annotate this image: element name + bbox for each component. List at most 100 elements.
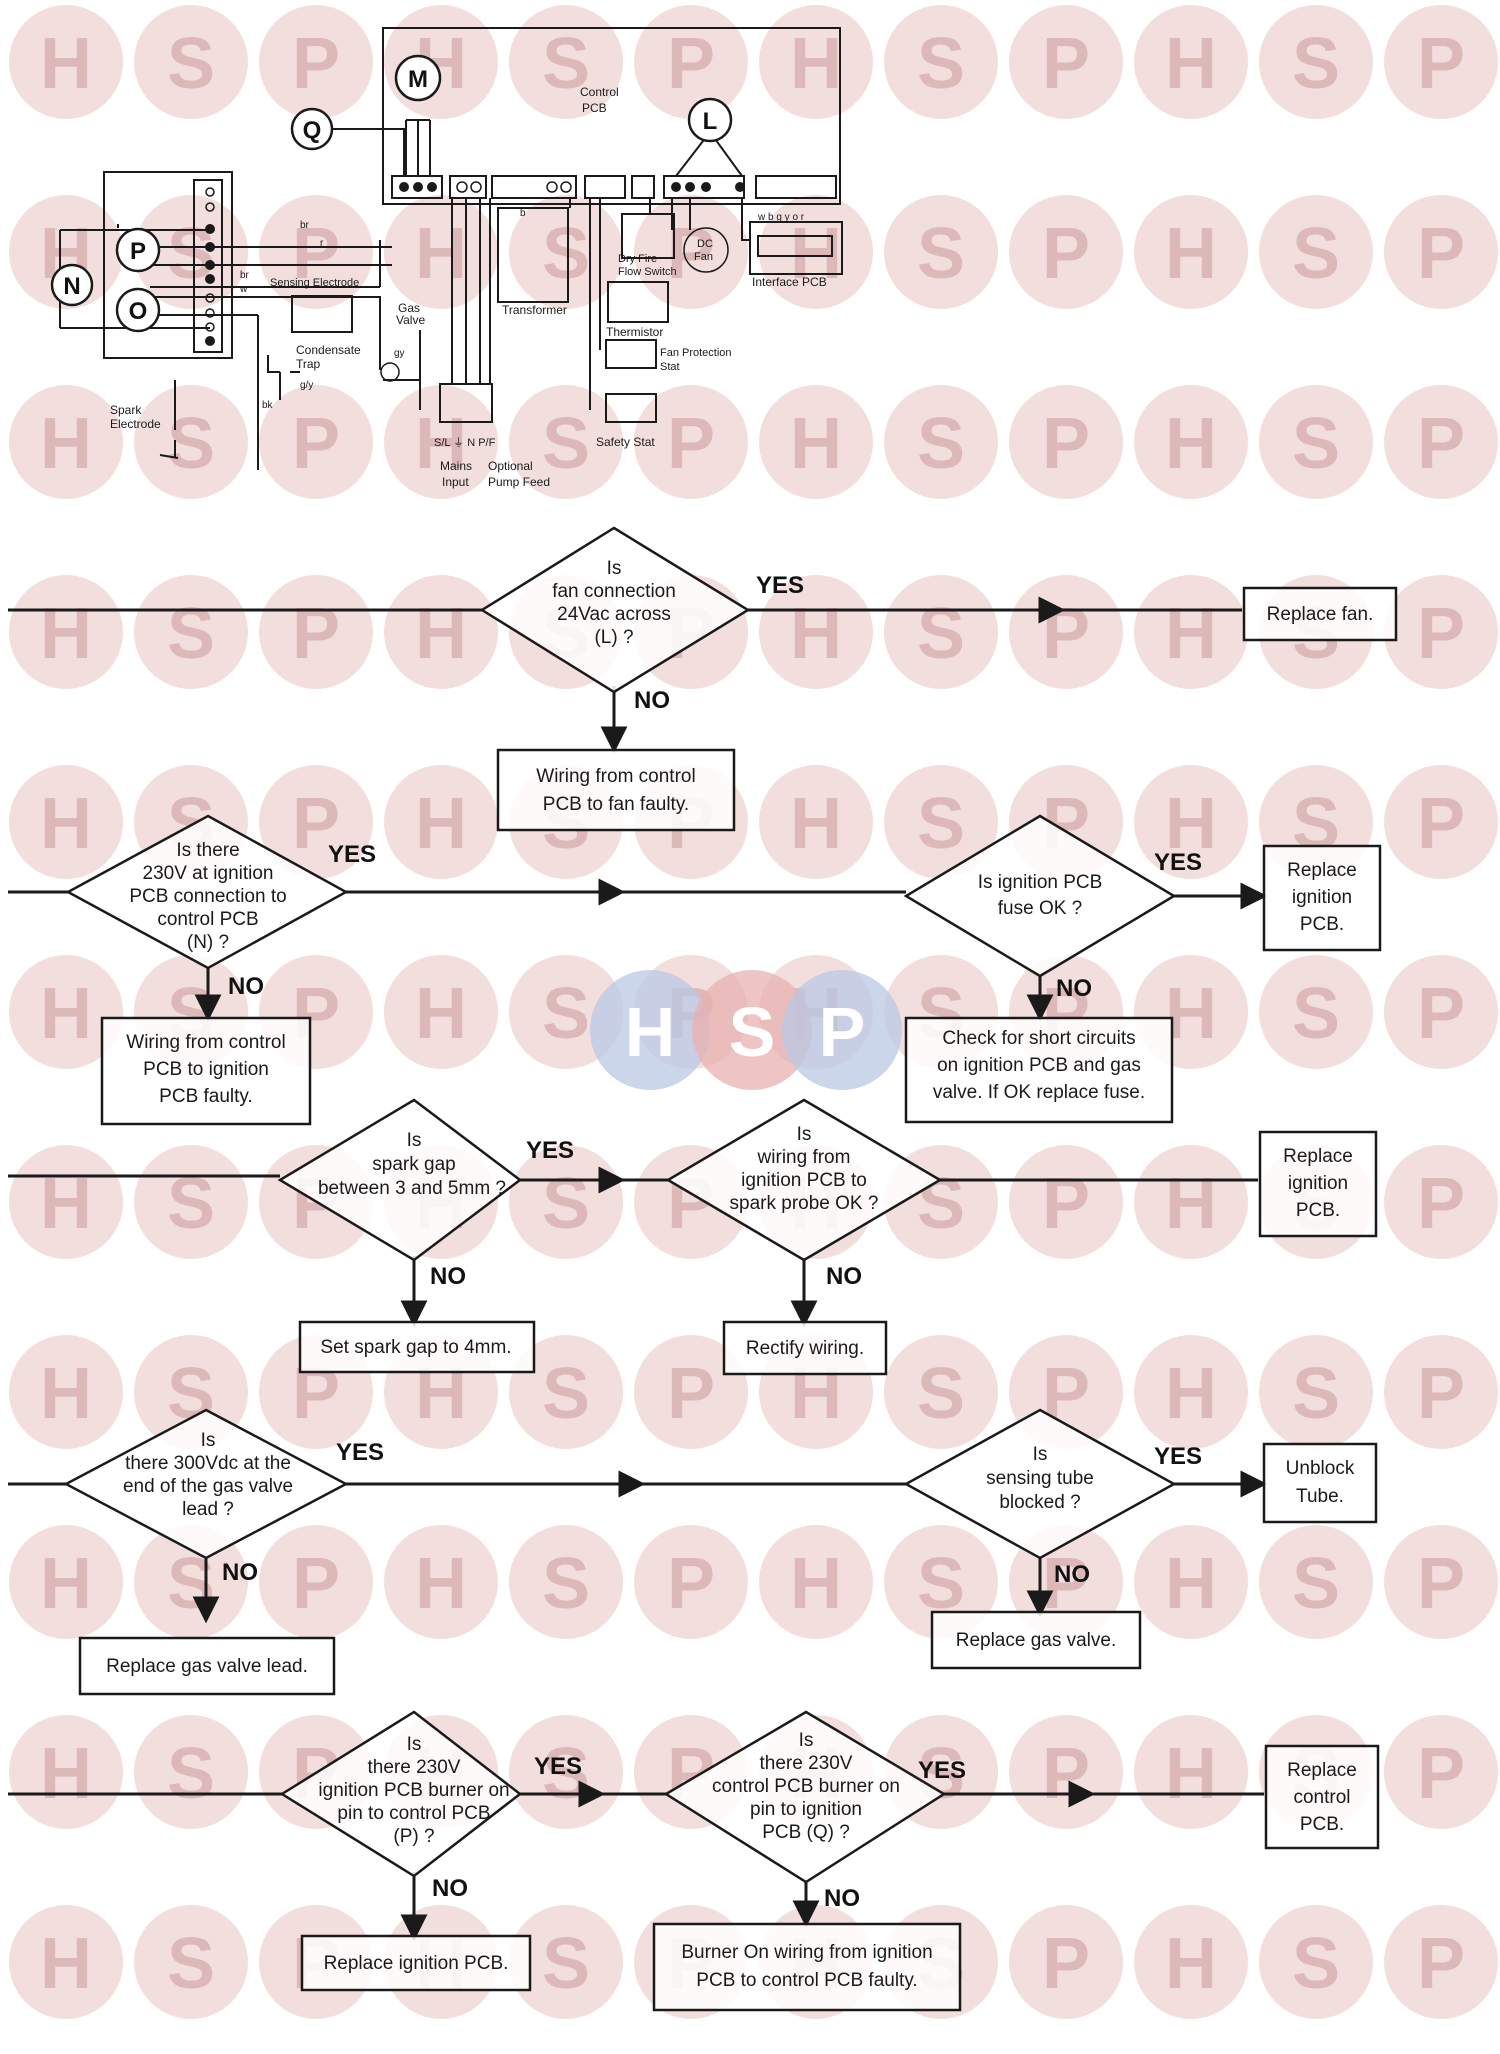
interface-pcb-box xyxy=(749,221,843,275)
watermark-circle xyxy=(384,385,498,499)
watermark-letter: H xyxy=(40,1734,92,1814)
d3b-line-3: ignition PCB to xyxy=(741,1170,867,1191)
connector-2 xyxy=(449,175,487,199)
watermark-circle xyxy=(759,5,873,119)
yes-label-1: YES xyxy=(756,572,804,599)
decision-230v-burner-on-q xyxy=(663,1710,947,1884)
watermark-circle xyxy=(1009,1905,1123,2019)
watermark-circle xyxy=(634,195,748,309)
d1-line-4: (L) ? xyxy=(594,627,633,648)
watermark-letter: P xyxy=(667,1544,715,1624)
d2a-line-3: PCB connection to xyxy=(129,886,286,907)
hsp-logo-letter: P xyxy=(819,993,866,1071)
yes-label-6: YES xyxy=(1154,1443,1202,1470)
watermark-letter: H xyxy=(1165,974,1217,1054)
d4a-line-1: Is xyxy=(201,1430,216,1451)
d5b-line-1: Is xyxy=(799,1730,814,1751)
mains-terminal-block xyxy=(439,383,493,423)
r-unblock-line-1: Unblock xyxy=(1286,1458,1355,1479)
watermark-letter: H xyxy=(40,1924,92,2004)
watermark-circle xyxy=(9,765,123,879)
r-burner-on-line-1: Burner On wiring from ignition xyxy=(681,1942,932,1963)
spark-electrode-label-2: Electrode xyxy=(110,417,161,431)
watermark-circle xyxy=(259,385,373,499)
watermark-letter: S xyxy=(917,214,965,294)
watermark-letter: P xyxy=(1417,1734,1465,1814)
watermark-circle xyxy=(509,1525,623,1639)
watermark-circle xyxy=(884,5,998,119)
watermark-letter: H xyxy=(1165,404,1217,484)
r-replace-ign-1-line-1: Replace xyxy=(1287,860,1357,881)
watermark-circle xyxy=(1134,1525,1248,1639)
watermark-letter: P xyxy=(1417,24,1465,104)
watermark-letter: H xyxy=(1165,784,1217,864)
mains-terminals-label: S/L ⏚ N P/F xyxy=(434,436,496,449)
watermark-circle xyxy=(1259,955,1373,1069)
d5a-line-3: ignition PCB burner on xyxy=(318,1780,509,1801)
hsp-logo-letter: H xyxy=(625,993,676,1071)
d5b-line-5: PCB (Q) ? xyxy=(762,1822,850,1843)
r-replace-ign-2-line-1: Replace xyxy=(1283,1146,1353,1167)
watermark-letter: H xyxy=(40,594,92,674)
watermark-circle xyxy=(1134,5,1248,119)
watermark-circle xyxy=(509,1335,623,1449)
watermark-circle xyxy=(384,575,498,689)
wire-code-br-2: br xyxy=(240,270,250,281)
watermark-letter: P xyxy=(667,404,715,484)
watermark-circle xyxy=(1384,955,1498,1069)
watermark-circle xyxy=(884,195,998,309)
r-wiring-fan-line-1: Wiring from control xyxy=(536,766,695,787)
watermark-letter: H xyxy=(1165,1164,1217,1244)
d1-line-1: Is xyxy=(607,558,622,579)
watermark-letter: P xyxy=(292,214,340,294)
watermark-letter: H xyxy=(1165,1544,1217,1624)
condensate-trap-label-1: Condensate xyxy=(296,343,361,357)
yes-label-5: YES xyxy=(336,1439,384,1466)
watermark-circle xyxy=(634,385,748,499)
hsp-logo-circle xyxy=(692,970,812,1090)
watermark-letter: P xyxy=(1417,594,1465,674)
watermark-letter: H xyxy=(790,1544,842,1624)
watermark-circle xyxy=(384,765,498,879)
decision-fan-connection xyxy=(479,526,751,694)
d4a-line-3: end of the gas valve xyxy=(123,1476,293,1497)
watermark-circle xyxy=(1009,575,1123,689)
d4b-line-3: blocked ? xyxy=(999,1492,1080,1513)
decision-230v-burner-on-p xyxy=(279,1710,523,1878)
circle-n xyxy=(50,263,94,307)
watermark-letter: H xyxy=(415,974,467,1054)
r-replace-ign-1-line-2: ignition xyxy=(1292,887,1352,908)
label-p: P xyxy=(130,238,146,265)
watermark-letter: P xyxy=(292,24,340,104)
watermark-circle xyxy=(509,1145,623,1259)
gas-valve-label-1: Gas xyxy=(398,301,420,315)
decision-ignition-fuse xyxy=(903,814,1177,978)
watermark-circle xyxy=(9,1525,123,1639)
watermark-circle xyxy=(134,1715,248,1829)
no-label-6: NO xyxy=(222,1559,258,1586)
result-check-short-circuits xyxy=(904,1016,1174,1124)
watermark-letter: P xyxy=(292,404,340,484)
r-wiring-ignition-line-1: Wiring from control xyxy=(126,1032,285,1053)
watermark-letter: P xyxy=(1042,404,1090,484)
watermark-circle xyxy=(134,195,248,309)
result-rectify-wiring xyxy=(722,1320,888,1376)
d3b-line-1: Is xyxy=(797,1124,812,1145)
d5b-line-2: there 230V xyxy=(760,1753,853,1774)
watermark-circle xyxy=(1384,1145,1498,1259)
d4a-line-2: there 300Vdc at the xyxy=(125,1453,291,1474)
watermark-circle xyxy=(509,385,623,499)
watermark-circle xyxy=(1134,1335,1248,1449)
dc-fan-label-2: Fan xyxy=(694,251,713,263)
result-unblock-tube xyxy=(1262,1442,1378,1524)
r-replace-gvl-text: Replace gas valve lead. xyxy=(106,1656,308,1677)
d5a-line-2: there 230V xyxy=(368,1757,461,1778)
d2b-line-1: Is ignition PCB xyxy=(978,872,1103,893)
watermark-circle xyxy=(884,575,998,689)
watermark-circle xyxy=(759,575,873,689)
gas-valve-label-2: Valve xyxy=(396,313,425,327)
result-replace-gas-valve-lead xyxy=(78,1636,336,1696)
watermark-letter: P xyxy=(1417,974,1465,1054)
wire-code-r: r xyxy=(320,238,324,249)
